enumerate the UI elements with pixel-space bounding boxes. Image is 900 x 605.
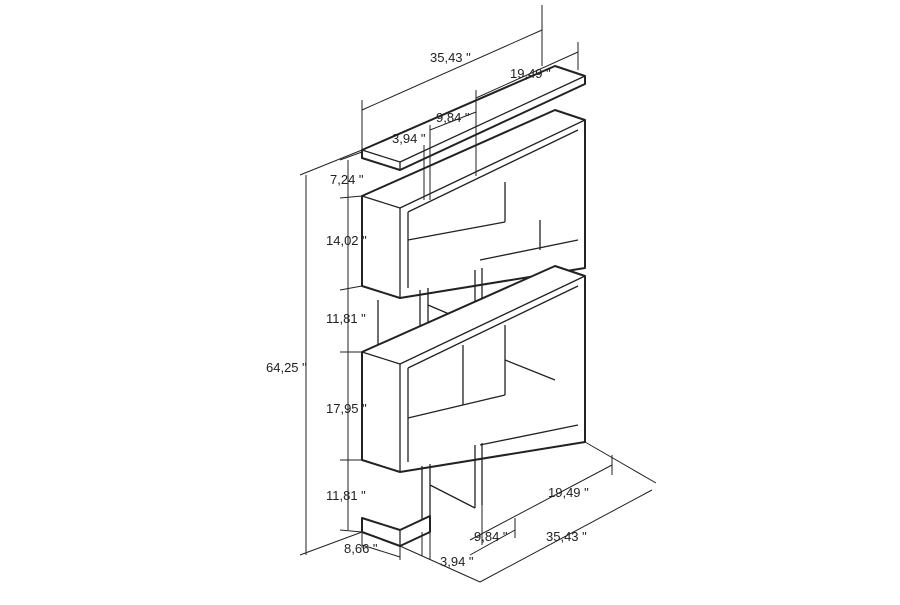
top-shelf: [361, 65, 586, 171]
dimension-lines: [299, 5, 657, 583]
label-top-left-width: 3,94 ": [392, 131, 426, 146]
label-height-lower-box: 17,95 ": [326, 401, 367, 416]
label-height-top: 7,24 ": [330, 172, 364, 187]
label-top-right-width: 19,49 ": [510, 66, 551, 81]
label-total-height: 64,25 ": [266, 360, 307, 375]
label-height-bottom: 11,81 ": [326, 488, 366, 503]
upper-box: [361, 109, 586, 299]
label-bottom-total-width: 35,43 ": [546, 529, 587, 544]
label-top-mid-width: 9,84 ": [436, 110, 470, 125]
label-bottom-right-width: 19,49 ": [548, 485, 589, 500]
label-top-total-width: 35,43 ": [430, 50, 471, 65]
label-height-upper-box: 14,02 ": [326, 233, 367, 248]
label-depth: 8,66 ": [344, 541, 378, 556]
dimension-labels: 35,43 " 19,49 " 9,84 " 3,94 " 7,24 " 14,…: [266, 50, 589, 569]
label-bottom-mid-width: 9,84 ": [474, 529, 508, 544]
label-bottom-left-width: 3,94 ": [440, 554, 474, 569]
bookshelf-drawing: [361, 65, 586, 547]
label-height-upper-gap: 11,81 ": [326, 311, 366, 326]
